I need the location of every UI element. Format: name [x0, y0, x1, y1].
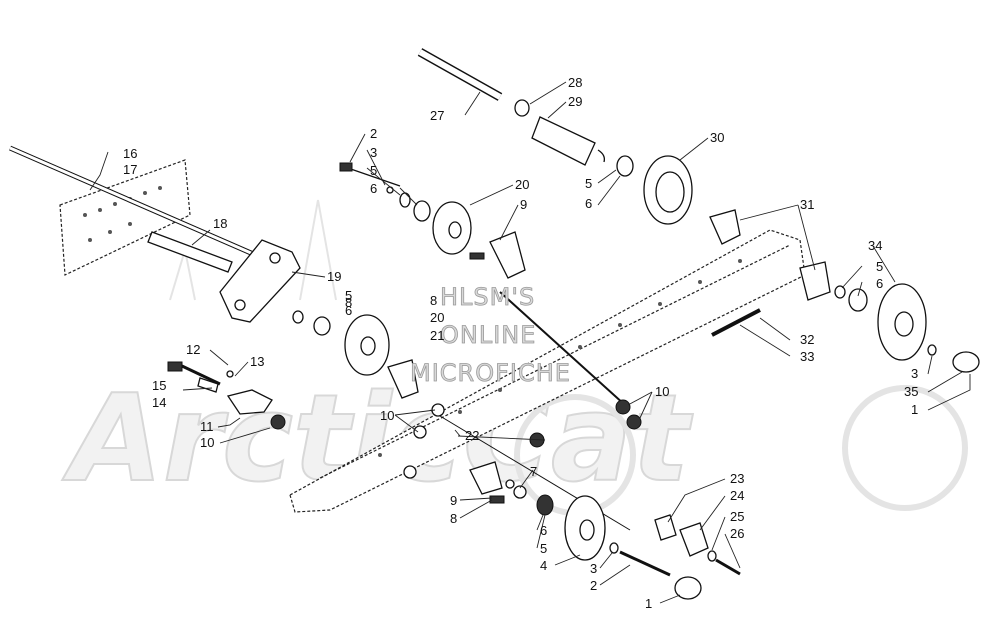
callout-3-lower: 3 [590, 561, 597, 576]
nuts [403, 399, 642, 479]
callout-35: 35 [904, 384, 918, 399]
callout-14: 14 [152, 395, 166, 410]
brand-logo-watermark: ArcticCat [61, 199, 968, 516]
svg-text:ArcticCat: ArcticCat [62, 370, 694, 509]
callout-5-rear: 5 [876, 259, 883, 274]
callout-28: 28 [568, 75, 582, 90]
callout-8-upper: 8 [345, 295, 352, 310]
callout-6-roller: 6 [585, 196, 592, 211]
callout-21: 21 [430, 328, 444, 343]
watermark-line-1: HLSM'S [440, 283, 535, 311]
callout-6-left: 6 [345, 303, 352, 318]
callout-16: 16 [123, 146, 137, 161]
callout-9-lower: 9 [450, 493, 457, 508]
callout-5-upper: 5 [370, 163, 377, 178]
callout-1-lower: 1 [645, 596, 652, 611]
callout-labels: 16 17 18 19 5 6 8 8 20 21 12 13 15 14 11… [123, 75, 918, 611]
callout-19: 19 [327, 269, 341, 284]
shafts [9, 48, 631, 531]
callout-23: 23 [730, 471, 744, 486]
callout-7: 7 [530, 464, 537, 479]
callout-30: 30 [710, 130, 724, 145]
callout-15: 15 [152, 378, 166, 393]
callout-3-upper: 3 [370, 145, 377, 160]
callout-6-lower: 6 [540, 523, 547, 538]
callout-5-left: 5 [345, 288, 352, 303]
callout-10-mid: 10 [380, 408, 394, 423]
callout-22: 22 [465, 428, 479, 443]
callout-26: 26 [730, 526, 744, 541]
callout-11: 11 [200, 419, 214, 434]
callout-34: 34 [868, 238, 882, 253]
callout-2-upper: 2 [370, 126, 377, 141]
callout-25: 25 [730, 509, 744, 524]
watermark-line-3: MICROFICHE [410, 359, 571, 387]
pivot-arm [219, 239, 301, 323]
callout-6-upper: 6 [370, 181, 377, 196]
callout-4: 4 [540, 558, 547, 573]
callout-17: 17 [123, 162, 137, 177]
callout-9-upper: 9 [520, 197, 527, 212]
callout-2-lower: 2 [590, 578, 597, 593]
callout-8-mid: 8 [430, 293, 437, 308]
callout-20-upper: 20 [515, 177, 529, 192]
left-slide-rail [59, 159, 191, 276]
callout-6-rear: 6 [876, 276, 883, 291]
watermark-line-2: ONLINE [440, 321, 536, 349]
leader-lines [89, 81, 971, 604]
callout-3-rear: 3 [911, 366, 918, 381]
callout-5-roller: 5 [585, 176, 592, 191]
callout-10-right: 10 [655, 384, 669, 399]
callout-10-left: 10 [200, 435, 214, 450]
hlsm-watermark: HLSM'S ONLINE MICROFICHE [410, 283, 571, 388]
callout-5-lower: 5 [540, 541, 547, 556]
callout-27: 27 [430, 108, 444, 123]
upper-idler-set [339, 162, 526, 279]
callout-29: 29 [568, 94, 582, 109]
callout-31: 31 [800, 197, 814, 212]
lower-left-bracket [167, 361, 286, 430]
callout-33: 33 [800, 349, 814, 364]
callout-20-mid: 20 [430, 310, 444, 325]
callout-8-lower: 8 [450, 511, 457, 526]
callout-32: 32 [800, 332, 814, 347]
upper-roller [514, 99, 741, 245]
callout-13: 13 [250, 354, 264, 369]
middle-idler-set [292, 310, 419, 399]
callout-24: 24 [730, 488, 744, 503]
callout-1-rear: 1 [911, 402, 918, 417]
front-lower-wheel-set [469, 461, 741, 600]
callout-12: 12 [186, 342, 200, 357]
callout-18: 18 [213, 216, 227, 231]
rear-wheel-set [711, 261, 980, 373]
